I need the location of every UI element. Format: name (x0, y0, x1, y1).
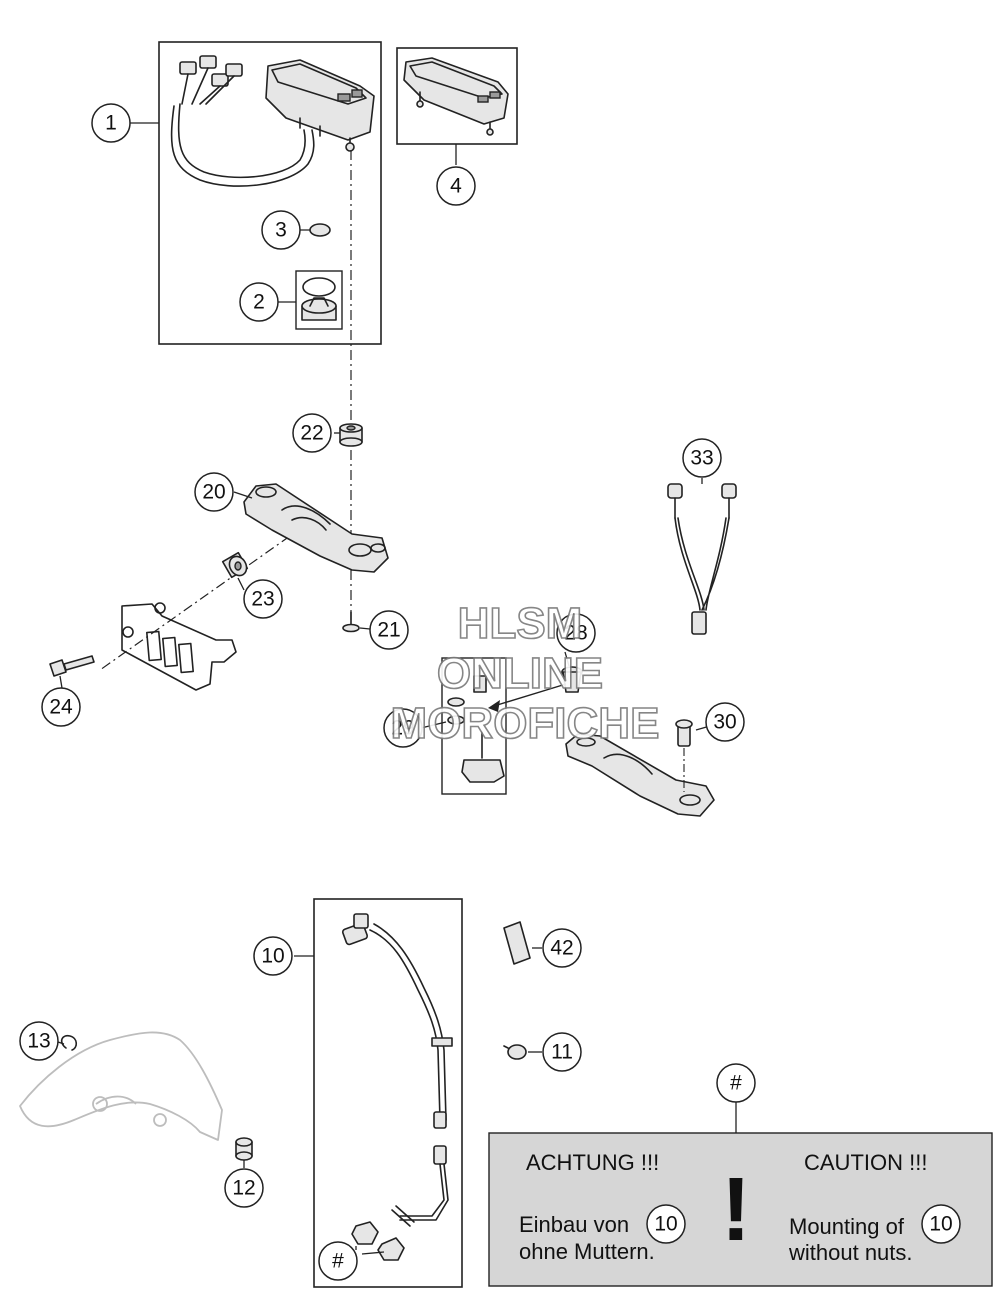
reference-arrow-head (488, 700, 500, 712)
callout-12: 12 (224, 1168, 264, 1208)
svg-text:#: # (730, 1072, 742, 1095)
watermark: HLSM ONLINE MOROFICHE (390, 598, 660, 749)
callout-20: 20 (194, 472, 234, 512)
svg-text:3: 3 (275, 219, 287, 242)
svg-text:28: 28 (564, 622, 587, 645)
svg-text:22: 22 (300, 422, 323, 445)
wiring-harness-part (341, 913, 453, 1261)
callout-2: 2 (239, 282, 279, 322)
svg-text:1: 1 (105, 112, 117, 135)
notice-right-line1: Mounting of (789, 1214, 905, 1239)
bracket-screw-part (342, 611, 360, 633)
washer-bolt-part (447, 675, 505, 783)
notice-right-ref: 10 (921, 1204, 961, 1244)
mounting-plate-part (121, 602, 237, 691)
reference-arrow (493, 683, 567, 707)
svg-text:#: # (332, 1250, 344, 1273)
callout-3: 3 (261, 210, 301, 250)
svg-text:23: 23 (251, 588, 274, 611)
callout-33: 33 (682, 438, 722, 478)
speedometer-bracket-part (243, 483, 389, 573)
svg-text:11: 11 (551, 1041, 573, 1064)
svg-text:12: 12 (232, 1177, 255, 1200)
cable-clip-part (503, 1044, 527, 1060)
callout-13: 13 (19, 1021, 59, 1061)
svg-text:33: 33 (690, 447, 713, 470)
indicator-bulbs-part (667, 483, 737, 635)
mounting-bolt-frame (441, 657, 507, 795)
svg-text:20: 20 (202, 481, 225, 504)
callout-21: 21 (369, 610, 409, 650)
exclamation-icon: ! (721, 1160, 751, 1260)
svg-text:MOROFICHE: MOROFICHE (391, 699, 660, 748)
grommet-part (339, 423, 363, 447)
mounting-bolt-part (49, 655, 95, 677)
notice-left-line1: Einbau von (519, 1212, 629, 1237)
svg-text:30: 30 (713, 711, 736, 734)
svg-text:10: 10 (929, 1213, 952, 1236)
lens-part (309, 223, 331, 237)
callout-28: 28 (556, 613, 596, 653)
svg-text:HLSM: HLSM (458, 599, 583, 648)
seal-insert-frame (295, 270, 343, 330)
notice-box: ACHTUNG !!! CAUTION !!! ! Einbau von ohn… (488, 1132, 993, 1287)
svg-text:24: 24 (49, 696, 73, 719)
notice-right-line2: without nuts. (788, 1240, 913, 1265)
svg-text:10: 10 (261, 945, 284, 968)
svg-text:29: 29 (391, 717, 414, 740)
notice-left-line2: ohne Muttern. (519, 1239, 655, 1264)
ghost-housing (19, 1031, 223, 1141)
notice-right-heading: CAUTION !!! (804, 1150, 927, 1175)
speedometer-kit-frame (158, 41, 382, 345)
callout-42: 42 (542, 928, 582, 968)
svg-text:4: 4 (450, 175, 462, 198)
svg-text:10: 10 (654, 1213, 677, 1236)
speedometer-assembly-frame (396, 47, 518, 145)
callout-22: 22 (292, 413, 332, 453)
callout-30: 30 (705, 702, 745, 742)
callout-11: 11 (542, 1032, 582, 1072)
notice-left-ref: 10 (646, 1204, 686, 1244)
svg-text:ONLINE: ONLINE (437, 649, 603, 698)
cap-part (561, 666, 583, 693)
speedometer-assembly-part (403, 57, 509, 136)
seal-insert-part (301, 277, 337, 321)
speedometer-part (170, 55, 375, 187)
svg-text:13: 13 (27, 1030, 50, 1053)
notice-left-heading: ACHTUNG !!! (526, 1150, 659, 1175)
svg-text:42: 42 (550, 937, 573, 960)
wiring-harness-frame (313, 898, 463, 1288)
callout-29: 29 (383, 708, 423, 748)
clip-part (503, 921, 531, 965)
callout-10: 10 (253, 936, 293, 976)
callout-hash-top: # (716, 1063, 756, 1103)
circlip-part (60, 1034, 78, 1051)
callout-23: 23 (243, 579, 283, 619)
callout-24: 24 (41, 687, 81, 727)
svg-text:21: 21 (377, 619, 400, 642)
right-bracket-part (565, 719, 715, 817)
side-grommet-part (221, 551, 249, 579)
callout-1: 1 (91, 103, 131, 143)
callout-hash-bottom: # (318, 1241, 358, 1281)
callout-4: 4 (436, 166, 476, 206)
bushing-part (235, 1137, 253, 1161)
svg-text:2: 2 (253, 291, 265, 314)
